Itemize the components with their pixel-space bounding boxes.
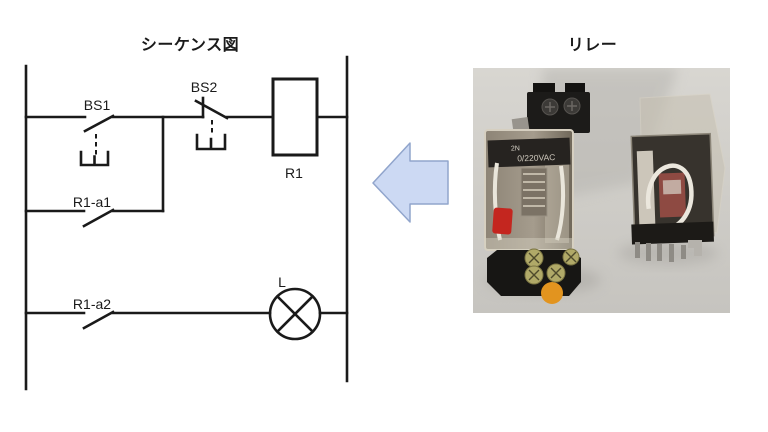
bs1-pushbutton-icon (79, 150, 110, 167)
small-relay-wire-loop (645, 163, 694, 231)
bent-pin (688, 240, 702, 256)
r1-coil-label: R1 (285, 165, 303, 181)
case-bottom-edge (485, 238, 573, 250)
relay-pins (635, 240, 702, 262)
socket-screws (524, 248, 580, 285)
sequence-diagram-title: シーケンス図 (140, 37, 240, 54)
large-relay: 2N 0/220VAC (484, 83, 601, 304)
small-relay (618, 93, 726, 265)
coil-spring-ridges (523, 173, 545, 207)
r1a2-contact-blade (82, 310, 115, 330)
bs2-label: BS2 (191, 79, 218, 95)
relay-photo-title: リレー (567, 37, 618, 54)
bs2-pushbutton-icon (195, 133, 227, 151)
small-relay-shadow (618, 241, 718, 265)
nameplate-line1: 2N (511, 145, 520, 152)
r1a1-contact-blade (82, 208, 115, 228)
r1a1-label: R1-a1 (73, 194, 111, 210)
left-arrow-icon (372, 142, 449, 223)
nameplate-line2: 0/220VAC (517, 152, 555, 163)
bs2-contact-blade (194, 99, 229, 120)
r1a2-label: R1-a2 (73, 296, 111, 312)
relay-nameplate: 2N 0/220VAC (487, 137, 571, 168)
lamp-label: L (278, 274, 286, 290)
bs1-contact-blade (83, 114, 115, 133)
r1-coil-box (271, 77, 319, 157)
coil-wire-right (555, 165, 566, 241)
socket-knob (541, 282, 563, 304)
relay-photo: 2N 0/220VAC (473, 68, 730, 313)
red-test-tab (492, 207, 513, 235)
terminal-block (527, 92, 590, 133)
small-relay-coil (658, 172, 687, 218)
bs1-label: BS1 (84, 97, 111, 113)
screw-slots (545, 101, 577, 112)
small-relay-body (630, 132, 715, 245)
lamp-icon (268, 287, 322, 341)
small-relay-base (631, 221, 714, 245)
relay-coil (520, 167, 548, 217)
